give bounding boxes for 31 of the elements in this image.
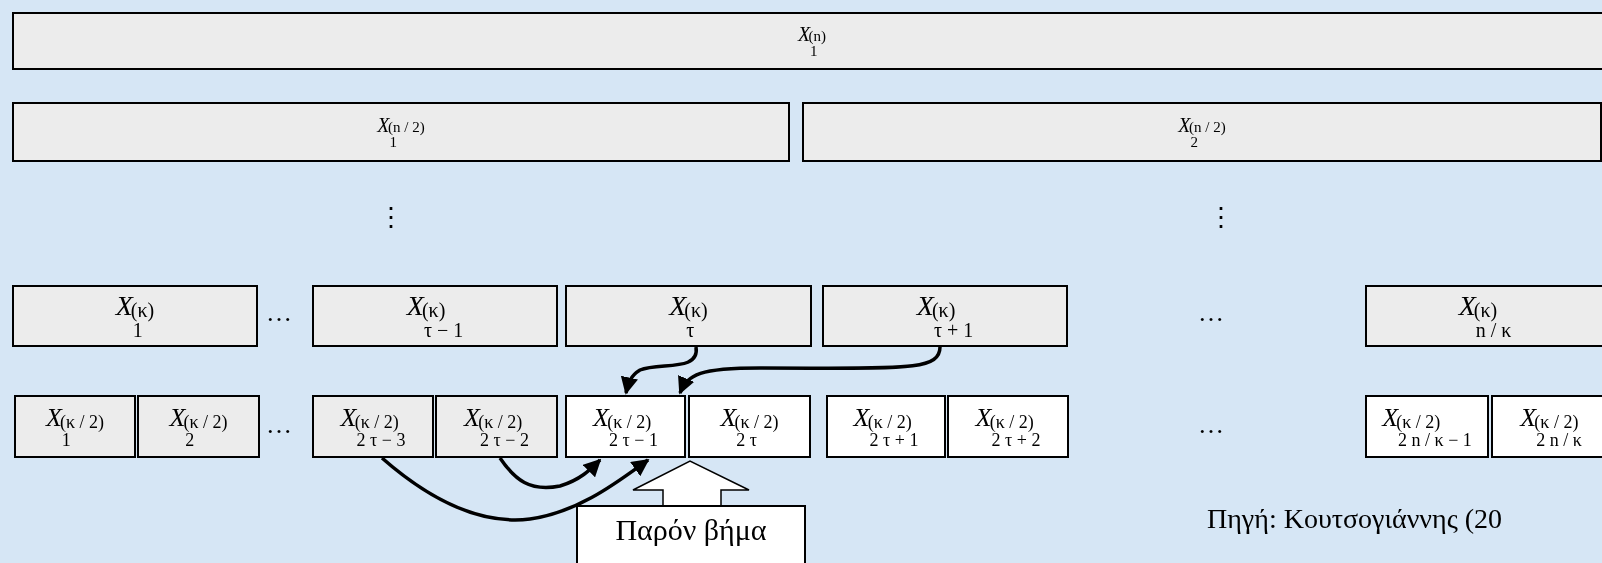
matrix-block [312,285,558,347]
curved-arrow [620,346,698,395]
matrix-block [137,395,260,458]
callout-text: Παρόν βήμα [615,515,767,545]
matrix-block [312,395,434,458]
ellipsis: … [1198,412,1224,438]
matrix-block [688,395,811,458]
vertical-ellipsis: ⋮ [1208,205,1234,231]
callout-box [576,505,806,563]
block-arrow [632,460,750,506]
matrix-block [12,12,1602,70]
matrix-block [1491,395,1602,458]
source-note: Πηγή: Κουτσογιάννης (20 [1207,505,1503,533]
ellipsis: … [1198,300,1224,326]
curved-arrow [380,456,650,522]
curved-arrow [498,457,602,490]
matrix-block [1365,395,1489,458]
matrix-block [822,285,1068,347]
matrix-block [826,395,946,458]
matrix-block [565,395,686,458]
matrix-block [802,102,1602,162]
vertical-ellipsis: ⋮ [378,205,404,231]
ellipsis: … [266,300,292,326]
matrix-block [12,285,258,347]
ellipsis: … [266,412,292,438]
matrix-block [14,395,136,458]
matrix-block [435,395,558,458]
matrix-block [1365,285,1602,347]
matrix-block [565,285,812,347]
matrix-block [947,395,1069,458]
matrix-block [12,102,790,162]
